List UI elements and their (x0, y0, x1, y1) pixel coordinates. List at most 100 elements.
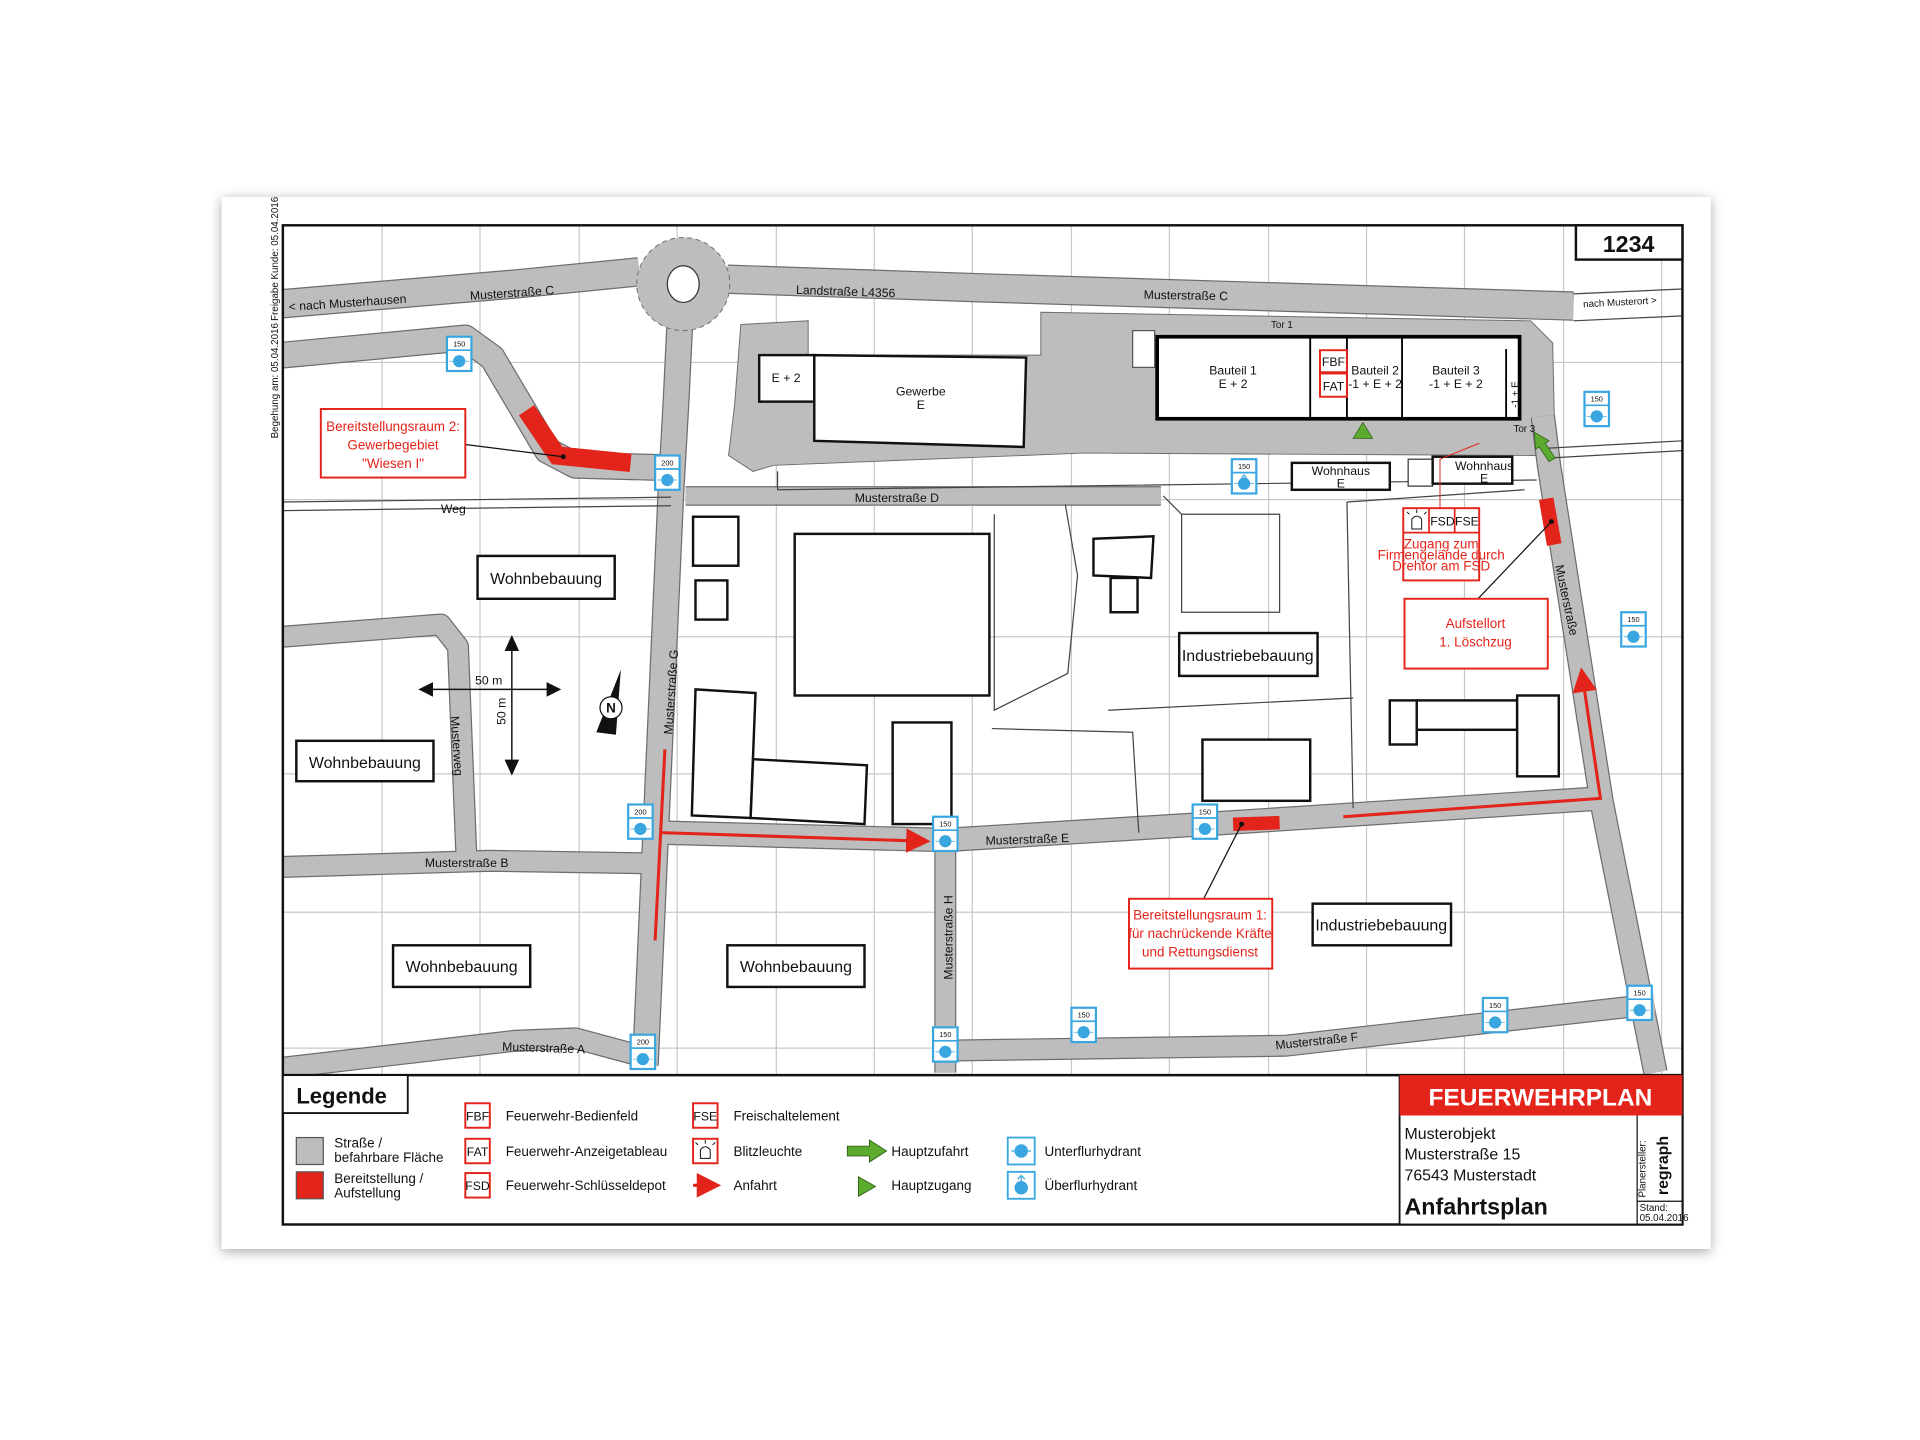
road-swatch (295, 1136, 324, 1166)
building-label: E + 2 (1219, 377, 1248, 391)
underground-hydrant-icon (1006, 1136, 1036, 1166)
fsd-legend-icon: FSD (464, 1172, 491, 1199)
scale-label-vertical: 50 m (495, 698, 509, 725)
callout-text: 1. Löschzug (1439, 635, 1512, 650)
road-musterstrasse-f (945, 994, 1656, 1061)
hydrant-size: 150 (1627, 615, 1639, 624)
underground-hydrant[interactable]: 150 (931, 815, 959, 853)
road-musterstrasse-c (281, 258, 1574, 320)
underground-hydrant[interactable]: 150 (1191, 803, 1219, 840)
road-musterstrasse-g (633, 327, 692, 1066)
hydrants: 150 200 200 200 150 150 150 150 150 150 150 150 150 (445, 335, 1653, 1071)
approval-note: Freigabe Kunde: 05.04.2016 (270, 196, 281, 321)
legend-label: Blitzleuchte (733, 1144, 802, 1159)
underground-hydrant[interactable]: 200 (654, 454, 681, 491)
svg-text:FSE: FSE (693, 1109, 717, 1123)
building-label: E (917, 398, 925, 412)
callout-text: "Wiesen I" (362, 456, 424, 471)
hydrant-size: 150 (1078, 1011, 1090, 1020)
plan-number: 1234 (1603, 231, 1655, 257)
underground-hydrant[interactable]: 200 (629, 1033, 657, 1071)
street-label: Musterstraße H (942, 895, 956, 979)
svg-text:FSD: FSD (465, 1179, 490, 1193)
property-lines (776, 471, 1537, 833)
street-label: Musterweg (448, 716, 466, 777)
fat-marker: FAT (1323, 380, 1345, 394)
hydrant-size: 200 (634, 807, 646, 816)
object-name: Musterobjekt (1404, 1126, 1496, 1143)
building-label: Wohnhaus (1312, 464, 1370, 478)
approach-arrow (653, 749, 667, 941)
building-label: Bauteil 3 (1432, 364, 1480, 378)
hydrant-size: 150 (453, 340, 465, 349)
callout-text: für nachrückende Kräfte (1128, 926, 1272, 941)
callout-text: Bereitstellungsraum 1: (1133, 908, 1267, 923)
north-label: N (606, 701, 616, 716)
fbf-legend-icon: FBF (464, 1102, 491, 1129)
hydrant-size: 150 (1633, 989, 1645, 998)
legend-label: Hauptzufahrt (891, 1144, 968, 1159)
north-arrow-icon: N (596, 669, 623, 735)
road-musterweg (282, 614, 477, 860)
staging-swatch (295, 1171, 324, 1200)
underground-hydrant[interactable]: 150 (445, 335, 473, 373)
callout-text: Bereitstellungsraum 2: (326, 419, 460, 434)
green-arrow-icon (846, 1139, 888, 1163)
hydrant-size: 150 (1591, 395, 1603, 404)
overground-hydrant[interactable]: 150 (1230, 458, 1258, 495)
underground-hydrant[interactable]: 200 (627, 803, 654, 840)
hydrant-size: 150 (1199, 807, 1211, 816)
underground-hydrant[interactable]: 150 (1481, 996, 1509, 1034)
street-label: Musterstraße E (985, 831, 1069, 848)
street-label: Musterstraße B (425, 856, 509, 870)
hydrant-size: 150 (1489, 1001, 1501, 1010)
legend-label: Feuerwehr-Bedienfeld (506, 1108, 638, 1123)
street-label: Musterstraße A (502, 1040, 586, 1057)
underground-hydrant[interactable]: 150 (1620, 611, 1647, 648)
callout-text: Aufstellort (1446, 616, 1506, 631)
area-label: Wohnbebauung (740, 959, 852, 976)
legend-label: Unterflurhydrant (1044, 1144, 1141, 1159)
building-label: E + 2 (772, 371, 801, 385)
street-label: Musterstraße G (661, 649, 681, 735)
fse-marker: FSE (1455, 514, 1479, 528)
scale-label-horizontal: 50 m (475, 673, 502, 687)
stand-label: Stand: (1640, 1203, 1668, 1214)
underground-hydrant[interactable]: 150 (1070, 1006, 1098, 1044)
roundabout-island (666, 265, 700, 304)
legend-label: befahrbare Fläche (334, 1150, 443, 1165)
hydrant-size: 150 (939, 1030, 951, 1039)
callout-text: Firmengelände durch (1378, 548, 1505, 563)
callout-text: Drehtor am FSD (1392, 559, 1490, 574)
street-label: Landstraße L4356 (796, 283, 896, 300)
building-label: Bauteil 1 (1209, 364, 1257, 378)
legend-label: Aufstellung (334, 1186, 401, 1201)
hydrant-size: 150 (1238, 462, 1250, 471)
path-lines (282, 496, 672, 512)
map-area[interactable]: E + 2 Gewerbe E Bauteil 1 E + 2 Bauteil … (281, 225, 1683, 1079)
street-label: Musterstraße D (855, 491, 939, 505)
object-street: Musterstraße 15 (1404, 1147, 1520, 1164)
area-label: Industriebebauung (1182, 648, 1314, 665)
area-label: Industriebebauung (1315, 918, 1447, 935)
access-marker-group: FSD FSE Zugang zum Firmengelände durch D… (1378, 442, 1505, 582)
area-label: Wohnbebauung (406, 959, 518, 976)
underground-hydrant[interactable]: 150 (931, 1026, 959, 1063)
callout-text: Gewerbegebiet (347, 437, 439, 452)
staging-area-1 (1232, 815, 1280, 832)
regraph-logo: regraph (1655, 1136, 1672, 1195)
overground-hydrant-icon (1006, 1170, 1036, 1200)
building-label: E (1337, 476, 1345, 490)
street-label: Musterstraße C (469, 283, 554, 303)
main-entrance-triangle-icon (1352, 421, 1374, 439)
street-label: nach Musterort > (1583, 295, 1657, 310)
callout-text: und Rettungsdienst (1142, 944, 1258, 959)
plan-frame (281, 224, 1684, 1226)
underground-hydrant[interactable]: 150 (1626, 984, 1653, 1022)
svg-text:FAT: FAT (467, 1145, 489, 1159)
underground-hydrant[interactable]: 150 (1583, 390, 1611, 428)
green-triangle-icon (857, 1175, 877, 1198)
plan-header: FEUERWEHRPLAN (1428, 1085, 1652, 1112)
legend-label: Feuerwehr-Schlüsseldepot (506, 1178, 666, 1193)
building-label: Wohnhaus (1455, 459, 1513, 473)
